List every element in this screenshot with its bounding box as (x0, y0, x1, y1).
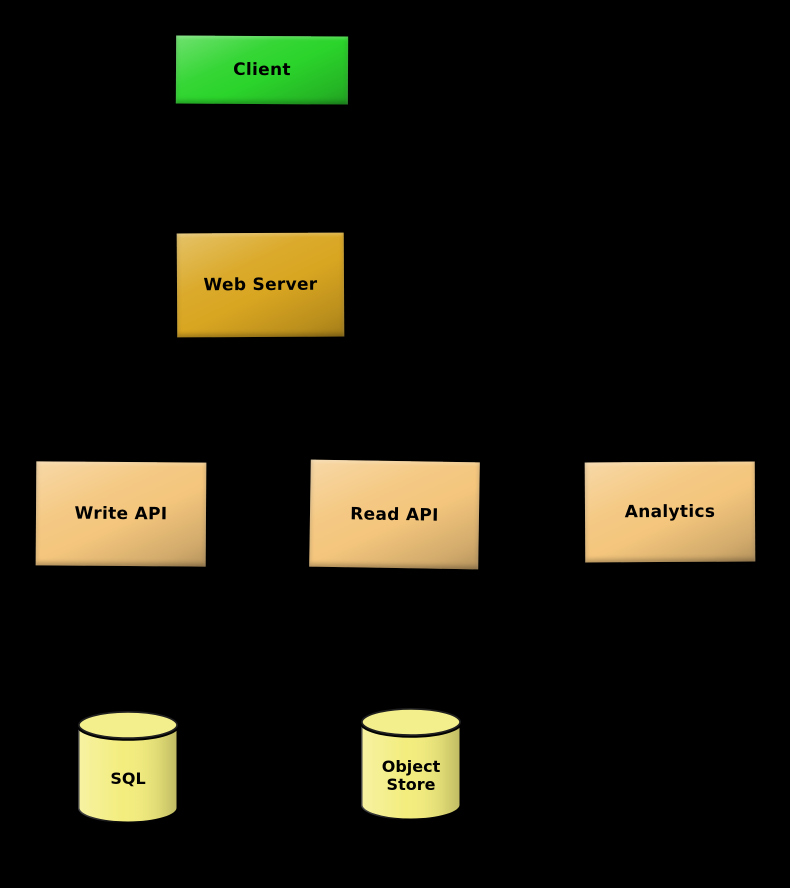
database-cylinder-icon (76, 709, 180, 825)
node-client: Client (175, 35, 349, 105)
node-object-store-database: Object Store (358, 705, 464, 825)
node-client-label: Client (233, 59, 291, 81)
node-analytics-label: Analytics (624, 501, 716, 523)
node-sql-label: SQL (110, 768, 146, 788)
node-write-api: Write API (35, 461, 207, 567)
cylinder-top-highlight (78, 711, 178, 739)
node-sql-database: SQL (75, 708, 181, 828)
node-object-store-label: Object Store (381, 756, 441, 794)
database-cylinder-icon (359, 706, 463, 822)
cylinder-top (76, 709, 180, 741)
cylinder-top (359, 706, 463, 738)
cylinder-body-shading (361, 722, 461, 820)
node-web-server-label: Web Server (203, 274, 318, 296)
node-sql-label-wrap: SQL (75, 738, 181, 820)
node-read-api-label: Read API (350, 503, 439, 526)
node-analytics: Analytics (584, 461, 756, 563)
node-write-api-label: Write API (74, 503, 168, 525)
cylinder-body-shading (78, 725, 178, 823)
node-web-server: Web Server (176, 232, 345, 338)
node-object-store-label-wrap: Object Store (358, 735, 464, 817)
cylinder-top-highlight (361, 708, 461, 736)
node-read-api: Read API (309, 459, 480, 570)
